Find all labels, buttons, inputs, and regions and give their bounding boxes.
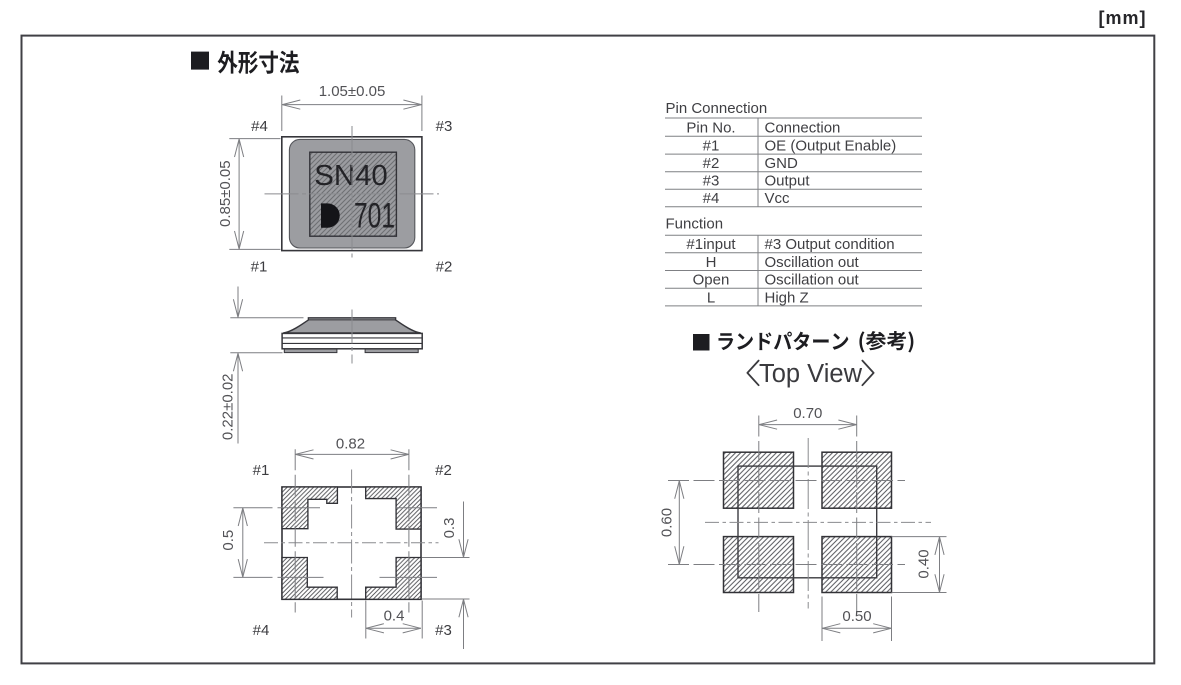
svg-text:1.05±0.05: 1.05±0.05 [319, 83, 386, 100]
svg-text:0.3: 0.3 [441, 518, 458, 539]
svg-text:[mm]: [mm] [1099, 8, 1147, 28]
svg-text:701: 701 [354, 196, 395, 236]
svg-text:0.60: 0.60 [659, 508, 676, 537]
svg-text:OE (Output Enable): OE (Output Enable) [765, 137, 897, 154]
svg-text:#2: #2 [435, 462, 452, 479]
svg-text:H: H [706, 254, 717, 271]
svg-text:Pin No.: Pin No. [686, 120, 735, 137]
svg-text:0.22±0.02: 0.22±0.02 [219, 373, 236, 440]
svg-text:#2: #2 [436, 259, 453, 276]
svg-text:L: L [707, 289, 715, 306]
svg-text:Top View: Top View [759, 360, 863, 388]
svg-text:#3: #3 [435, 622, 452, 639]
svg-text:#3: #3 [436, 118, 453, 135]
svg-text:Vcc: Vcc [765, 190, 791, 207]
svg-text:0.50: 0.50 [842, 608, 871, 625]
svg-text:Function: Function [666, 216, 724, 233]
svg-text:0.70: 0.70 [793, 405, 822, 422]
svg-text:Oscillation out: Oscillation out [765, 254, 860, 271]
svg-text:#1: #1 [253, 462, 270, 479]
svg-text:Pin Connection: Pin Connection [666, 100, 768, 117]
svg-text:#3: #3 [703, 173, 720, 190]
svg-text:GND: GND [765, 155, 799, 172]
svg-text:Output: Output [765, 173, 811, 190]
svg-text:High Z: High Z [765, 289, 809, 306]
svg-text:#4: #4 [703, 190, 720, 207]
svg-text:0.40: 0.40 [916, 549, 933, 578]
svg-text:#2: #2 [703, 155, 720, 172]
svg-text:Oscillation out: Oscillation out [765, 272, 860, 289]
svg-text:Connection: Connection [765, 120, 841, 137]
svg-text:Open: Open [693, 272, 730, 289]
svg-text:#4: #4 [251, 118, 268, 135]
svg-text:#4: #4 [253, 622, 270, 639]
svg-text:0.85±0.05: 0.85±0.05 [217, 160, 234, 227]
svg-text:0.5: 0.5 [220, 530, 237, 551]
svg-text:#3 Output condition: #3 Output condition [765, 236, 895, 253]
svg-text:#1: #1 [251, 259, 268, 276]
svg-text:#1input: #1input [686, 236, 736, 253]
svg-text:0.4: 0.4 [384, 608, 405, 625]
svg-text:SN40: SN40 [314, 160, 388, 192]
svg-text:0.82: 0.82 [336, 435, 365, 452]
svg-text:#1: #1 [703, 137, 720, 154]
